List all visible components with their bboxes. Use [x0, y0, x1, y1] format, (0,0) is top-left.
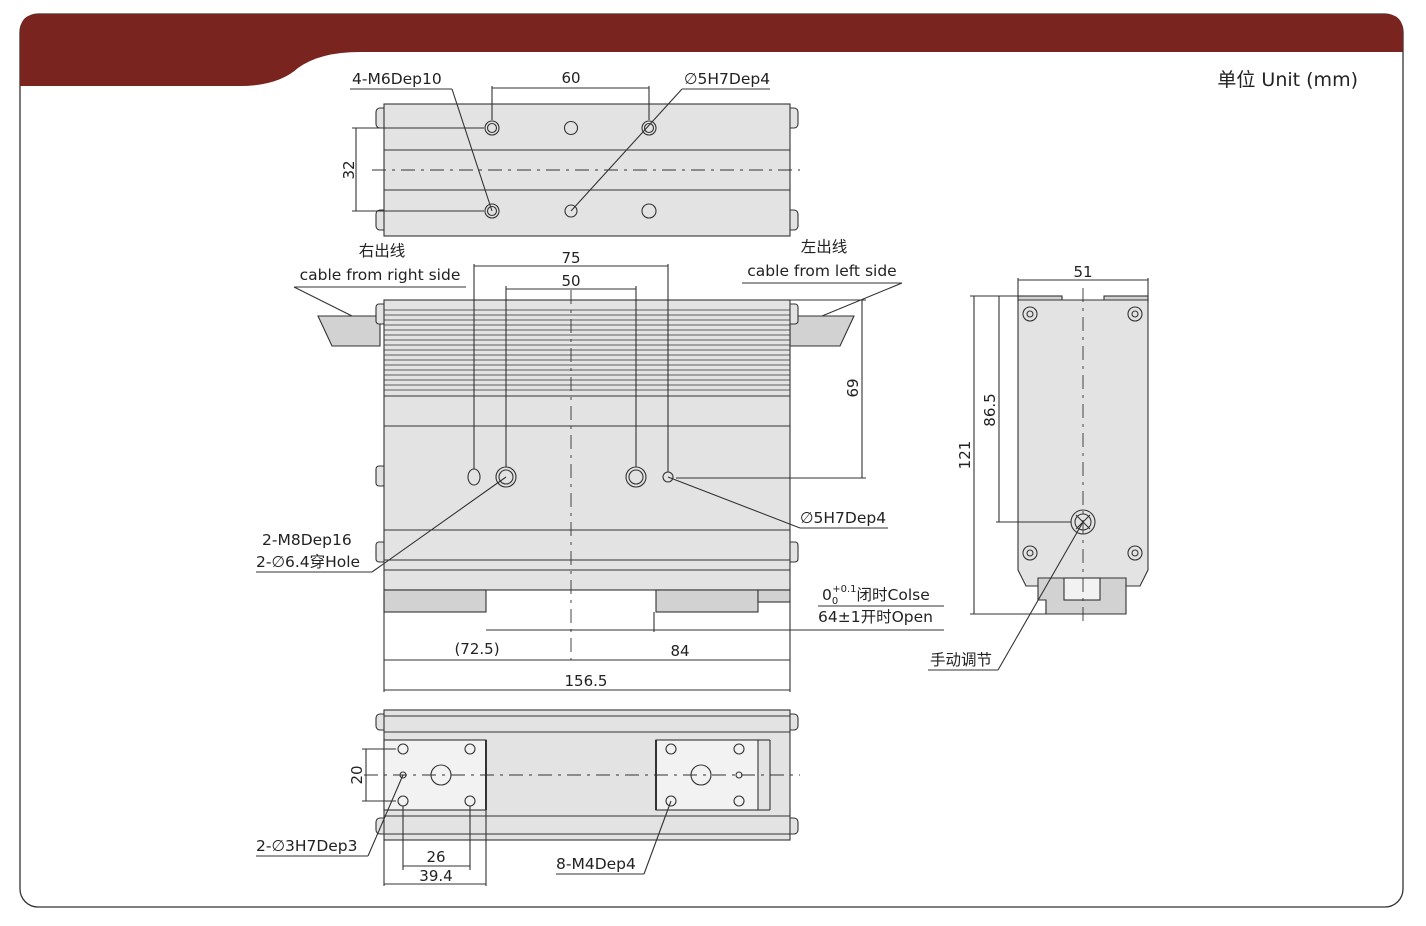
dim-72-5: (72.5) — [454, 640, 499, 658]
bottom-view — [256, 709, 800, 886]
m4-label: 8-M4Dep4 — [556, 855, 636, 873]
unit-label: 单位 Unit (mm) — [1217, 69, 1358, 91]
dim-32: 32 — [340, 160, 358, 179]
dim-39-4: 39.4 — [419, 867, 452, 885]
top-view — [350, 86, 800, 237]
hole-label: 2-∅6.4穿Hole — [256, 553, 360, 571]
front-pin-label: ∅5H7Dep4 — [800, 509, 886, 527]
header-band — [20, 14, 1403, 86]
dim-20: 20 — [348, 765, 366, 784]
dim-121: 121 — [956, 441, 974, 470]
right-cable-cn: 右出线 — [359, 242, 406, 260]
dim-51: 51 — [1073, 263, 1092, 281]
m8-label: 2-M8Dep16 — [262, 531, 352, 549]
bottom-pin-label: 2-∅3H7Dep3 — [256, 837, 358, 855]
left-cable-en: cable from left side — [747, 262, 896, 280]
left-cable-cn: 左出线 — [801, 238, 848, 256]
dim-60: 60 — [561, 69, 580, 87]
dim-75: 75 — [561, 249, 580, 267]
side-view — [928, 278, 1149, 671]
dim-26: 26 — [426, 848, 445, 866]
top-pin-label: ∅5H7Dep4 — [684, 70, 770, 88]
open-label: 64±1开时Open — [818, 608, 933, 626]
dim-156-5: 156.5 — [565, 672, 608, 690]
top-holes-label: 4-M6Dep10 — [352, 70, 442, 88]
dim-86-5: 86.5 — [981, 393, 999, 426]
close-label: 00+0.1闭时Colse — [822, 584, 930, 607]
dim-69: 69 — [844, 378, 862, 397]
dim-84: 84 — [670, 642, 689, 660]
dim-50: 50 — [561, 272, 580, 290]
manual-label: 手动调节 — [930, 651, 992, 669]
right-cable-en: cable from right side — [300, 266, 461, 284]
front-view — [256, 264, 944, 692]
